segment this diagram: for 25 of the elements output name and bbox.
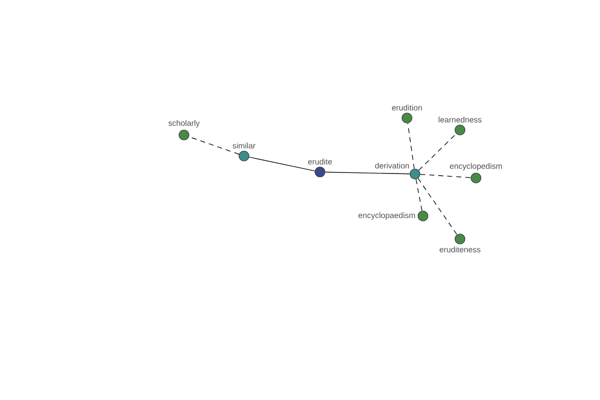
graph-node: similar <box>232 142 256 162</box>
node-label: derivation <box>375 162 409 168</box>
graph-node: erudite <box>308 158 332 178</box>
graph-node: scholarly <box>168 120 200 140</box>
node-label: encyclopedism <box>450 163 502 170</box>
connector-line <box>420 174 472 178</box>
connector-line <box>418 178 458 235</box>
graph-node: learnedness <box>438 116 482 136</box>
node-label: learnedness <box>438 116 482 122</box>
graph-node: encyclopaedism <box>358 210 428 222</box>
node-label: encyclopaedism <box>358 212 415 220</box>
graph-node: encyclopedism <box>450 163 502 184</box>
connector-line <box>418 133 457 171</box>
graph-node: erudition <box>392 104 422 124</box>
node-label: similar <box>232 142 256 148</box>
connector-line <box>248 156 316 172</box>
node-label: erudition <box>392 104 422 110</box>
node-label: scholarly <box>168 120 200 128</box>
graph-node: eruditeness <box>440 234 480 252</box>
connector-line <box>407 122 415 170</box>
node-label: eruditeness <box>440 246 480 252</box>
node-label: erudite <box>308 158 332 164</box>
graph-node: derivation <box>375 162 420 180</box>
connector-line <box>416 178 422 212</box>
connector-line <box>324 172 410 174</box>
